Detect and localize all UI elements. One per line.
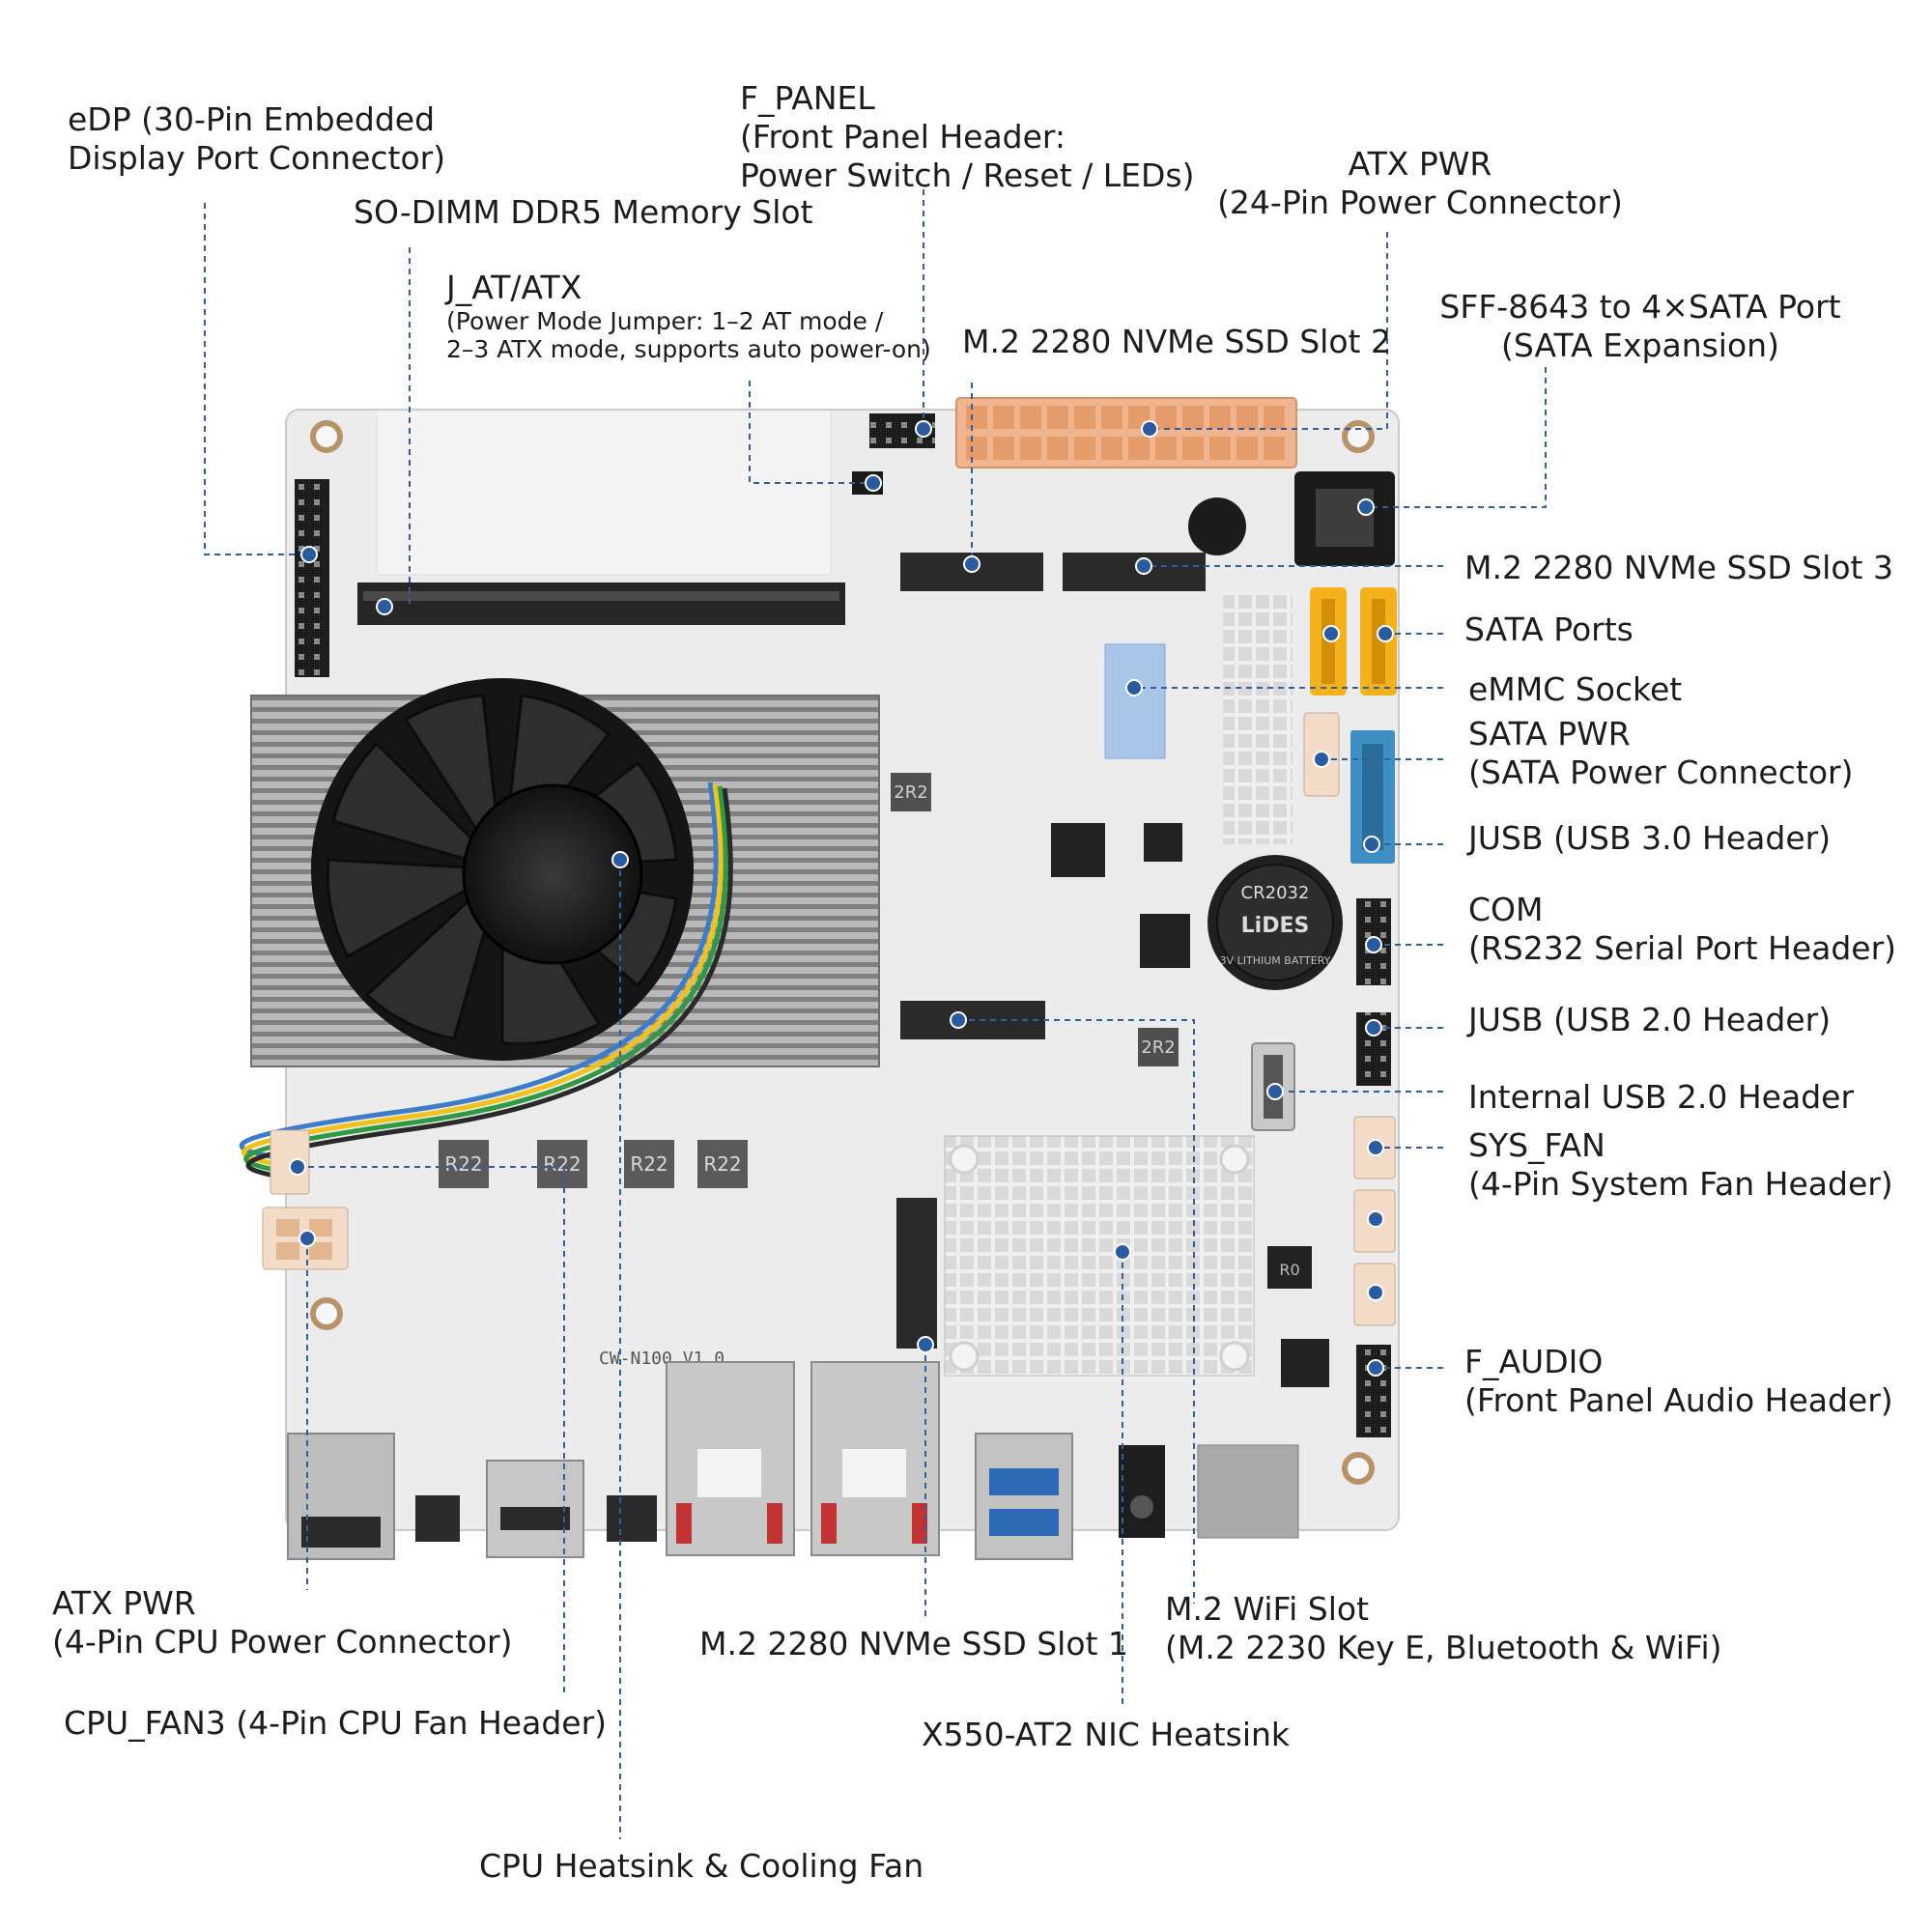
mounting-holes: [310, 420, 1375, 1485]
label-faudio-sub: (Front Panel Audio Header): [1464, 1381, 1893, 1419]
emmc-socket: [1104, 643, 1166, 759]
inductor-label-1: 2R2: [894, 782, 927, 803]
label-nic-title: X550-AT2 NIC Heatsink: [922, 1716, 1291, 1753]
label-faudio-title: F_AUDIO: [1464, 1343, 1604, 1380]
cr2032-battery: CR2032 LiDES 3V LITHIUM BATTERY: [1208, 855, 1343, 990]
label-fpanel-title: F_PANEL: [740, 79, 875, 117]
label-edp-sub: Display Port Connector): [68, 139, 446, 177]
leader-lines: [204, 189, 1547, 1839]
label-fpanel: F_PANEL (Front Panel Header: Power Switc…: [740, 79, 1194, 195]
inductors: 2R2 2R2: [891, 773, 1179, 1066]
label-sodimm: SO-DIMM DDR5 Memory Slot: [354, 193, 813, 232]
battery-type-text: 3V LITHIUM BATTERY: [1220, 954, 1331, 967]
label-atx24-title: ATX PWR: [1348, 145, 1492, 183]
label-atx24: ATX PWR (24-Pin Power Connector): [1217, 145, 1623, 222]
label-atx4: ATX PWR (4-Pin CPU Power Connector): [52, 1584, 512, 1662]
choke-label-2: R22: [543, 1152, 581, 1176]
label-m2slot1-title: M.2 2280 NVMe SSD Slot 1: [699, 1625, 1128, 1662]
label-fpanel-sub2: Power Switch / Reset / LEDs): [740, 156, 1195, 194]
label-com-title: COM: [1468, 891, 1544, 928]
fan-hub: [462, 783, 643, 965]
edp-connector: [295, 479, 329, 677]
faudio-header: [1356, 1345, 1391, 1437]
label-faudio: F_AUDIO (Front Panel Audio Header): [1464, 1343, 1893, 1420]
label-m2slot3: M.2 2280 NVMe SSD Slot 3: [1464, 549, 1893, 587]
chip-label: R0: [1279, 1261, 1299, 1279]
label-emmc-title: eMMC Socket: [1468, 670, 1683, 708]
inductor-label-2: 2R2: [1141, 1037, 1175, 1058]
label-m2slot1: M.2 2280 NVMe SSD Slot 1: [699, 1625, 1128, 1663]
leader-dots: [289, 420, 1394, 1377]
label-atx24-sub: (24-Pin Power Connector): [1217, 184, 1623, 221]
label-atx4-sub: (4-Pin CPU Power Connector): [52, 1623, 513, 1661]
label-jat-sub2: 2–3 ATX mode, supports auto power-on): [446, 335, 931, 363]
label-cpufan-title: CPU_FAN3 (4-Pin CPU Fan Header): [64, 1704, 608, 1742]
vrm-chokes: R22 R22 R22 R22: [439, 1140, 748, 1188]
label-m2slot3-title: M.2 2280 NVMe SSD Slot 3: [1464, 549, 1893, 586]
label-fpanel-sub1: (Front Panel Header:: [740, 118, 1066, 156]
m2-slot-3: [1063, 553, 1206, 591]
label-jat-sub1: (Power Mode Jumper: 1–2 AT mode /: [446, 307, 884, 335]
chipset-heatsink: [1223, 591, 1293, 844]
label-sff-title: SFF-8643 to 4×SATA Port: [1439, 288, 1841, 326]
choke-label-1: R22: [444, 1152, 482, 1176]
label-cpuhs-title: CPU Heatsink & Cooling Fan: [479, 1847, 924, 1885]
label-jat: J_AT/ATX (Power Mode Jumper: 1–2 AT mode…: [446, 269, 931, 363]
choke-label-3: R22: [630, 1152, 668, 1176]
label-atx4-title: ATX PWR: [52, 1584, 196, 1622]
label-jusb2-title: JUSB (USB 2.0 Header): [1468, 1001, 1832, 1038]
label-sodimm-title: SO-DIMM DDR5 Memory Slot: [354, 193, 813, 231]
label-jusb2: JUSB (USB 2.0 Header): [1468, 1001, 1831, 1039]
label-m2slot2-title: M.2 2280 NVMe SSD Slot 2: [962, 323, 1391, 360]
m2-slot-1: [896, 1198, 937, 1349]
label-intusb-title: Internal USB 2.0 Header: [1468, 1078, 1855, 1116]
label-nic: X550-AT2 NIC Heatsink: [922, 1716, 1290, 1754]
label-emmc: eMMC Socket: [1468, 670, 1682, 709]
sodimm-module-area: [376, 410, 832, 576]
choke-label-4: R22: [703, 1152, 741, 1176]
nic-heatsink: [944, 1135, 1255, 1377]
label-sff: SFF-8643 to 4×SATA Port (SATA Expansion): [1430, 288, 1851, 365]
rear-io: [287, 1361, 1299, 1560]
label-satapwr: SATA PWR (SATA Power Connector): [1468, 715, 1853, 792]
label-intusb: Internal USB 2.0 Header: [1468, 1078, 1854, 1117]
label-sata: SATA Ports: [1464, 611, 1634, 649]
label-wifi: M.2 WiFi Slot (M.2 2230 Key E, Bluetooth…: [1165, 1590, 1722, 1667]
label-com-sub: (RS232 Serial Port Header): [1468, 929, 1897, 967]
ic-chips: [1051, 823, 1329, 1387]
label-sff-sub: (SATA Expansion): [1501, 327, 1779, 364]
label-com: COM (RS232 Serial Port Header): [1468, 891, 1896, 968]
label-satapwr-sub: (SATA Power Connector): [1468, 753, 1854, 791]
label-jusb3-title: JUSB (USB 3.0 Header): [1468, 819, 1832, 857]
label-edp-title: eDP (30-Pin Embedded: [68, 100, 436, 138]
label-wifi-sub: (M.2 2230 Key E, Bluetooth & WiFi): [1165, 1629, 1722, 1666]
label-cpuhs: CPU Heatsink & Cooling Fan: [479, 1847, 923, 1886]
battery-brand-text: LiDES: [1241, 914, 1310, 938]
buzzer: [1188, 497, 1246, 555]
label-sata-title: SATA Ports: [1464, 611, 1634, 648]
label-sysfan: SYS_FAN (4-Pin System Fan Header): [1468, 1126, 1893, 1204]
label-cpufan: CPU_FAN3 (4-Pin CPU Fan Header): [64, 1704, 607, 1743]
label-sysfan-title: SYS_FAN: [1468, 1126, 1605, 1164]
fan-cable: [239, 781, 733, 1186]
battery-model-text: CR2032: [1241, 883, 1310, 903]
cpu-heatsink: [250, 678, 880, 1067]
label-satapwr-title: SATA PWR: [1468, 715, 1631, 753]
label-wifi-title: M.2 WiFi Slot: [1165, 1590, 1370, 1628]
label-edp: eDP (30-Pin Embedded Display Port Connec…: [68, 100, 445, 178]
label-jat-title: J_AT/ATX: [446, 269, 582, 306]
label-sysfan-sub: (4-Pin System Fan Header): [1468, 1165, 1893, 1203]
cpu-fan-header: [270, 1129, 310, 1195]
label-m2slot2: M.2 2280 NVMe SSD Slot 2: [962, 323, 1391, 361]
atx-24pin-connector: [955, 397, 1297, 469]
label-jusb3: JUSB (USB 3.0 Header): [1468, 819, 1831, 858]
sodimm-slot: [357, 582, 845, 625]
